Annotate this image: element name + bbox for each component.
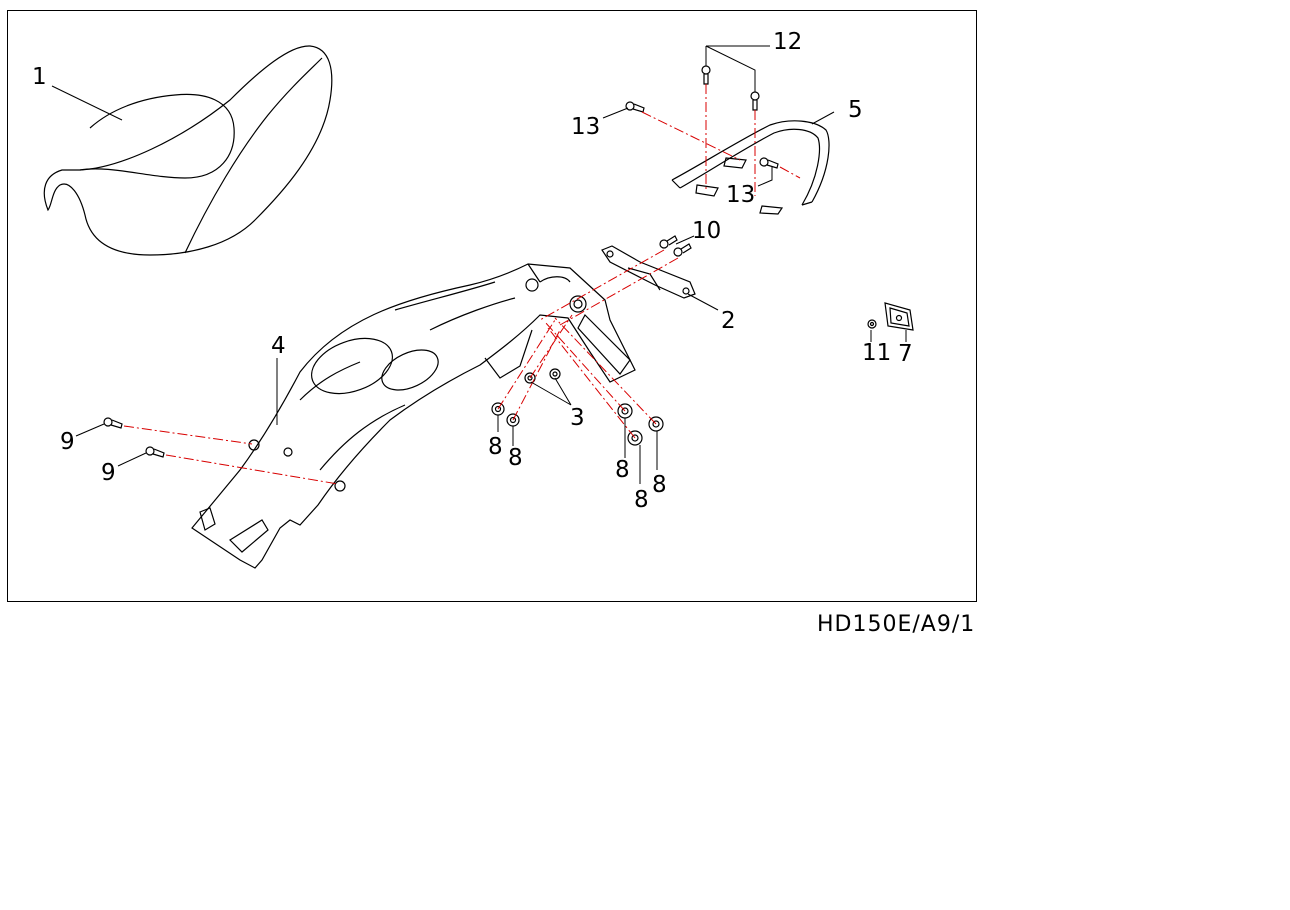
callout-8-c: 8 [615, 457, 630, 483]
screw-10-a [659, 235, 678, 249]
callout-11: 11 [862, 340, 891, 366]
nut-8-d [627, 430, 643, 446]
small-nut [867, 319, 877, 329]
leader-lines [51, 45, 907, 484]
callout-3: 3 [570, 405, 585, 431]
callout-1: 1 [32, 64, 47, 90]
screw-12-right [750, 91, 760, 111]
callout-2: 2 [721, 308, 736, 334]
screw-9-lower [145, 446, 165, 458]
callout-12: 12 [773, 29, 802, 55]
callout-8-e: 8 [652, 472, 667, 498]
washer-3-a [524, 372, 536, 384]
callout-9-upper: 9 [60, 429, 75, 455]
grab-rail [671, 120, 830, 215]
screw-10-b [673, 243, 692, 257]
screw-12-left [701, 65, 711, 85]
drawing-code: HD150E/A9/1 [817, 612, 976, 637]
callout-8-d: 8 [634, 487, 649, 513]
callout-9-lower: 9 [101, 460, 116, 486]
callout-13-upper: 13 [571, 114, 600, 140]
screw-9-upper [103, 417, 123, 429]
callout-labels: 1 2 3 4 5 7 8 8 8 8 8 9 9 10 11 12 13 13 [32, 29, 913, 513]
callout-7: 7 [898, 341, 913, 367]
callout-4: 4 [271, 333, 286, 359]
washer-3-b [549, 368, 561, 380]
callout-8-a: 8 [488, 434, 503, 460]
callout-5: 5 [848, 97, 863, 123]
screw-13-upper [625, 101, 645, 113]
callout-8-b: 8 [508, 445, 523, 471]
callout-10: 10 [692, 218, 721, 244]
clip-plate [884, 302, 914, 331]
diagram-frame [7, 10, 977, 602]
nut-8-e [648, 416, 664, 432]
callout-13-lower: 13 [726, 182, 755, 208]
seat [43, 45, 333, 256]
screw-13-lower [759, 157, 779, 169]
assembly-centerlines [123, 84, 801, 485]
rear-fender [191, 263, 636, 569]
